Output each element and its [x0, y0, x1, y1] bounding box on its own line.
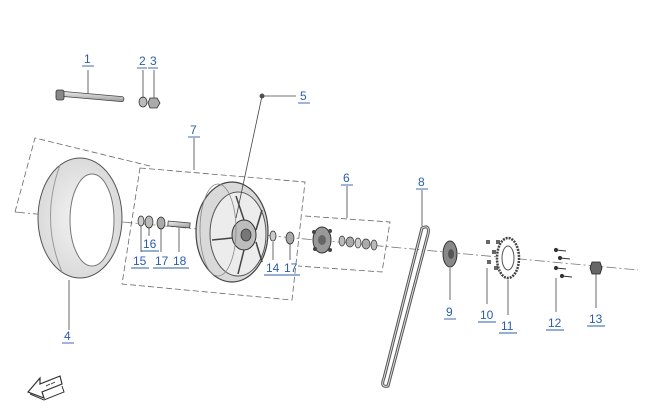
callout-1: 1 — [84, 52, 91, 66]
bolts-12-part — [553, 247, 573, 279]
callout-11: 11 — [501, 319, 514, 333]
nuts-10-part — [486, 240, 500, 270]
callout-3: 3 — [150, 54, 157, 68]
bearing-17-left-part — [156, 216, 166, 230]
axle-part — [55, 89, 125, 103]
callout-2: 2 — [139, 54, 146, 68]
tire-part — [37, 157, 123, 279]
leader-lines — [68, 70, 597, 330]
hub-carrier-part — [312, 226, 378, 254]
callout-12: 12 — [548, 316, 562, 330]
callout-6: 6 — [343, 171, 350, 185]
callout-14: 14 — [266, 261, 280, 275]
callout-16: 16 — [143, 237, 157, 251]
bearing-16-part — [144, 215, 154, 229]
callout-9: 9 — [446, 305, 453, 319]
callout-underlines — [62, 65, 605, 344]
bearing-17-right-part — [285, 231, 295, 245]
callout-10: 10 — [480, 308, 494, 322]
chain-part — [381, 225, 430, 388]
callout-15: 15 — [133, 254, 147, 268]
callout-17-right: 17 — [284, 261, 298, 275]
tire-group-bracket — [14, 137, 151, 213]
spacer-18-part — [167, 220, 191, 229]
wheel-rim-part — [195, 181, 269, 283]
wheel-assembly-box — [121, 167, 306, 301]
callout-labels: 1 2 3 4 5 6 7 8 9 10 11 12 13 14 15 16 1… — [64, 52, 603, 343]
spacer-15-part — [137, 215, 145, 227]
callout-13: 13 — [589, 312, 603, 326]
axle-nut-13-part — [589, 261, 603, 275]
callout-5: 5 — [300, 89, 307, 103]
callout-4: 4 — [64, 329, 71, 343]
nut-part — [147, 97, 161, 109]
sprocket-hub-part — [442, 240, 458, 268]
rear-sprocket-part — [495, 236, 521, 280]
callout-8: 8 — [418, 175, 425, 189]
hub-assembly-box — [297, 215, 391, 273]
washer-14-part — [269, 230, 277, 242]
callout-17-left: 17 — [155, 254, 169, 268]
front-arrow-icon — [26, 375, 65, 401]
callout-18: 18 — [173, 254, 187, 268]
callout-7: 7 — [190, 123, 197, 137]
washer-part — [138, 96, 148, 108]
